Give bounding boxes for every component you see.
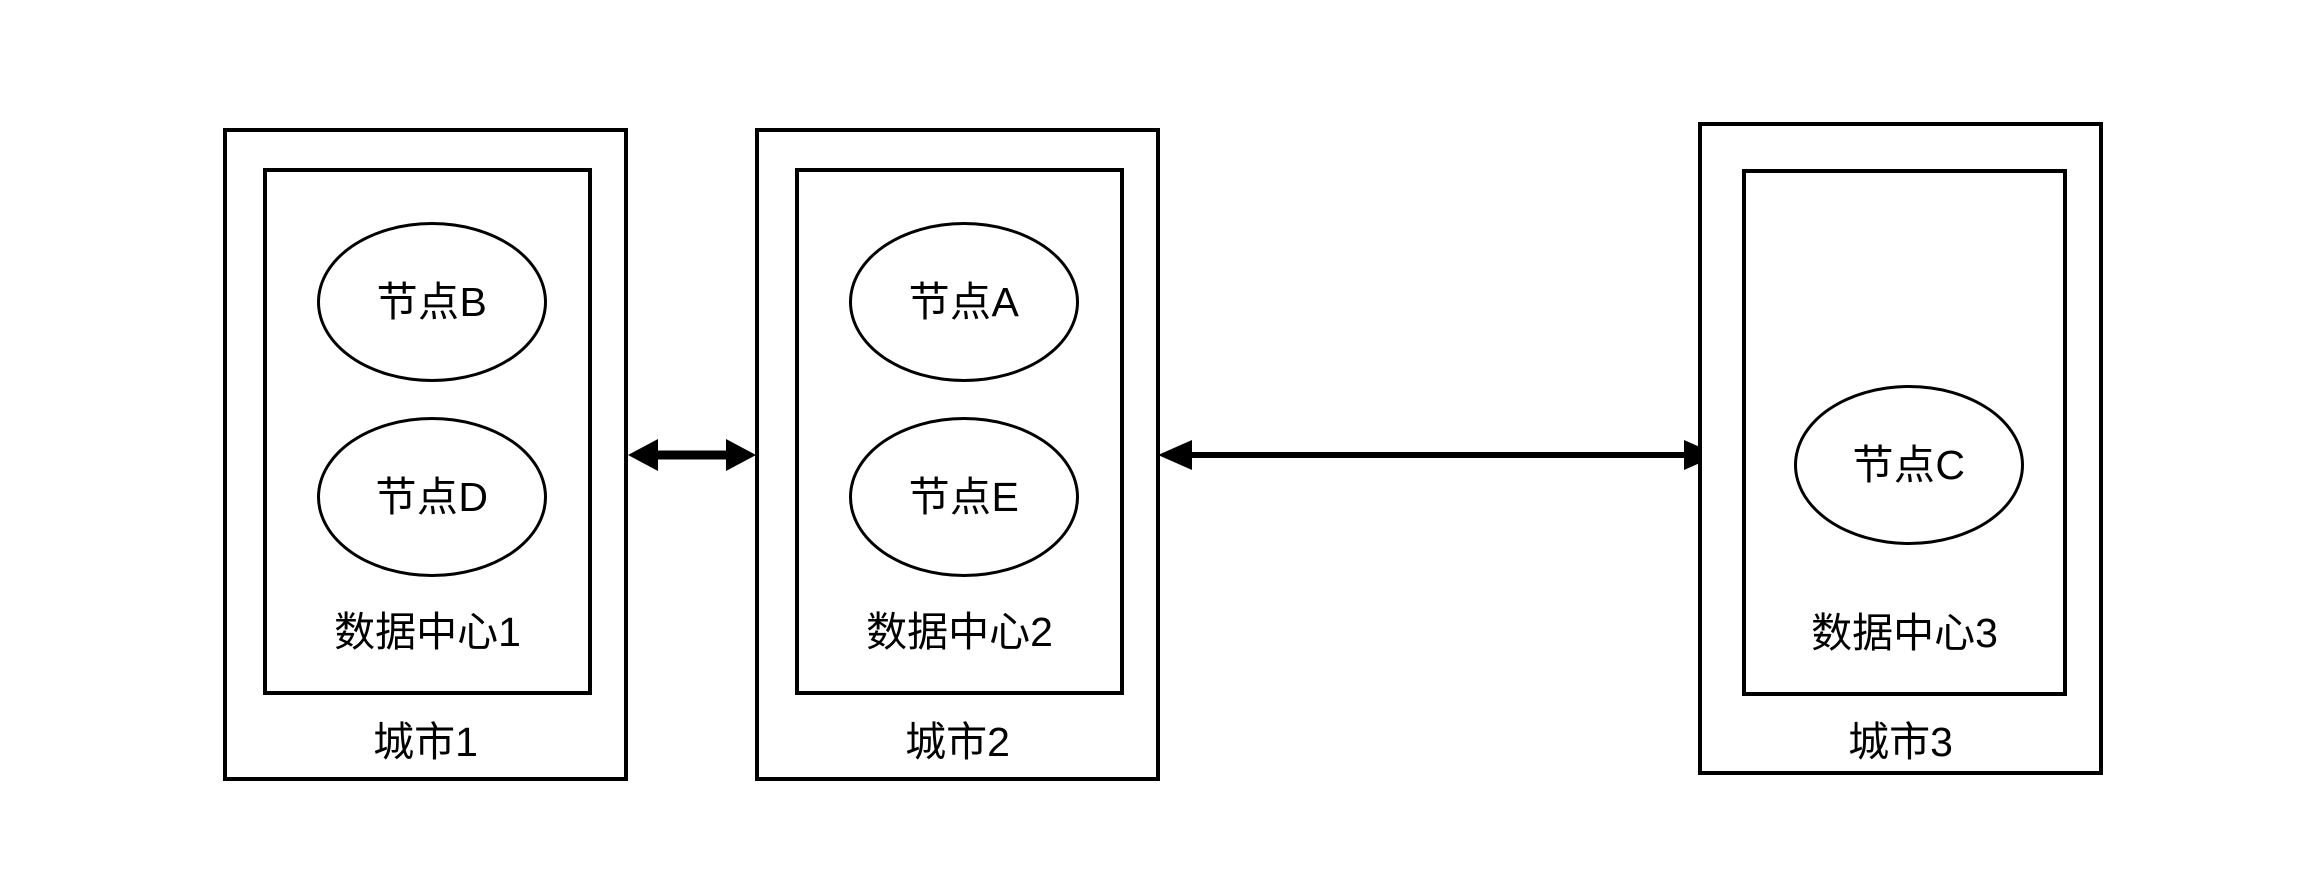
- node-ellipse-nodeA[interactable]: 节点A: [849, 222, 1079, 382]
- datacenter-label-dc3: 数据中心3: [1811, 610, 1998, 656]
- link-city2-city3[interactable]: [1158, 431, 1718, 479]
- city-label-city1: 城市1: [373, 719, 478, 765]
- datacenter-box-dc1[interactable]: 节点B 节点D 数据中心1: [263, 168, 592, 695]
- datacenter-box-dc2[interactable]: 节点A 节点E 数据中心2: [795, 168, 1124, 695]
- node-label-nodeA: 节点A: [908, 278, 1020, 325]
- node-label-nodeE: 节点E: [908, 473, 1020, 520]
- city-label-city3: 城市3: [1848, 719, 1953, 765]
- datacenter-box-dc3[interactable]: 节点C 数据中心3: [1742, 169, 2067, 696]
- datacenter-label-dc1: 数据中心1: [334, 609, 521, 655]
- datacenter-label-dc2: 数据中心2: [866, 609, 1053, 655]
- city-label-city2: 城市2: [905, 719, 1010, 765]
- node-ellipse-nodeD[interactable]: 节点D: [317, 417, 547, 577]
- link-city1-city2[interactable]: [628, 431, 756, 479]
- node-ellipse-nodeC[interactable]: 节点C: [1794, 385, 2024, 545]
- node-ellipse-nodeE[interactable]: 节点E: [849, 417, 1079, 577]
- node-ellipse-nodeB[interactable]: 节点B: [317, 222, 547, 382]
- city-box-city3[interactable]: 节点C 数据中心3 城市3: [1698, 122, 2103, 775]
- city-box-city1[interactable]: 节点B 节点D 数据中心1 城市1: [223, 128, 628, 781]
- city-box-city2[interactable]: 节点A 节点E 数据中心2 城市2: [755, 128, 1160, 781]
- node-label-nodeC: 节点C: [1852, 441, 1966, 488]
- node-label-nodeD: 节点D: [375, 473, 489, 520]
- node-label-nodeB: 节点B: [376, 278, 488, 325]
